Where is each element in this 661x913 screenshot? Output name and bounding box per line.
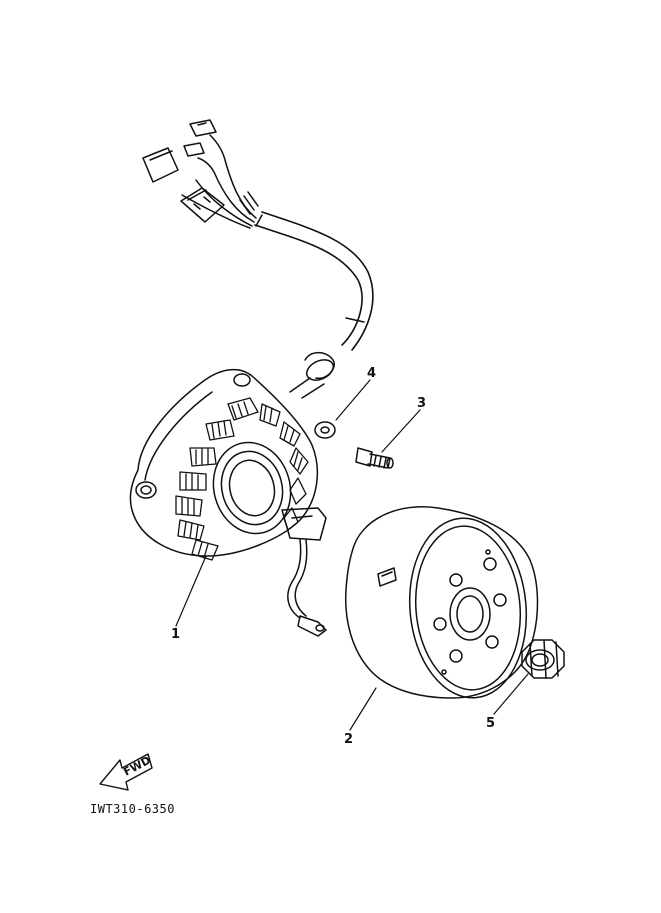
drawing-code: IWT310-6350 — [90, 802, 175, 816]
stator-assembly — [129, 368, 327, 637]
connector-block-b — [180, 187, 225, 223]
connector-upper-terminal — [189, 119, 217, 137]
connector-block-a — [142, 147, 179, 183]
rotor-flywheel — [344, 506, 539, 699]
connector-mid-terminal — [183, 142, 205, 157]
callout-5: 5 — [486, 716, 496, 731]
pickup-coil — [281, 507, 327, 541]
leader-1 — [175, 555, 207, 627]
wire-harness — [181, 134, 374, 399]
nut — [521, 639, 565, 679]
fwd-arrow-icon: FWD — [99, 753, 153, 791]
leader-lines — [175, 379, 529, 731]
fwd-label: FWD — [121, 754, 153, 779]
leader-4 — [335, 379, 371, 421]
leader-3 — [381, 409, 421, 453]
stator-coils — [175, 397, 309, 561]
ground-terminal — [297, 615, 327, 637]
bolt — [355, 447, 394, 469]
callout-1: 1 — [171, 627, 181, 642]
callout-2: 2 — [344, 732, 354, 747]
leader-2 — [349, 687, 377, 731]
callout-4: 4 — [367, 366, 377, 381]
washer — [314, 421, 336, 439]
callout-3: 3 — [417, 396, 427, 411]
leader-5 — [493, 673, 529, 715]
